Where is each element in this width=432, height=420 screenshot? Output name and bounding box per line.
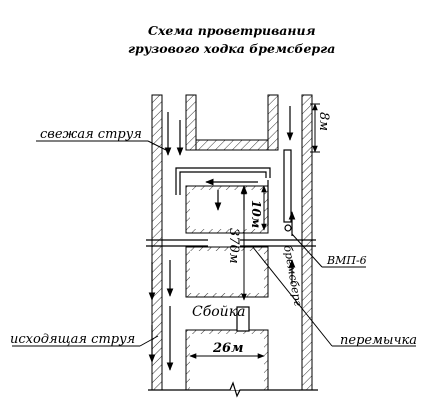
fan-label: ВМП-6 <box>326 254 367 267</box>
rock-walls <box>151 94 313 391</box>
bulkhead <box>236 306 250 332</box>
dimension-lines <box>189 103 320 359</box>
crosscut-label: Сбойка <box>192 304 245 320</box>
pillars <box>185 185 269 391</box>
title-line-2: грузового ходка бремсберга <box>128 41 335 56</box>
dim-width: 26м <box>212 341 243 356</box>
exhaust-air-label: исходящая струя <box>10 332 135 347</box>
dim-length: 370м <box>226 228 241 264</box>
dim-height-top: 8м <box>316 112 331 131</box>
dim-gap: 10м <box>249 200 263 228</box>
fresh-air-label: свежая струя <box>40 127 142 142</box>
title-line-1: Схема проветривания <box>148 23 316 38</box>
section-cuts <box>146 239 318 398</box>
bulkhead-label: перемычка <box>340 333 417 348</box>
ventilation-duct <box>175 149 292 232</box>
bremsberg-label: бремсберг <box>281 244 305 307</box>
leader-lines <box>12 140 416 347</box>
